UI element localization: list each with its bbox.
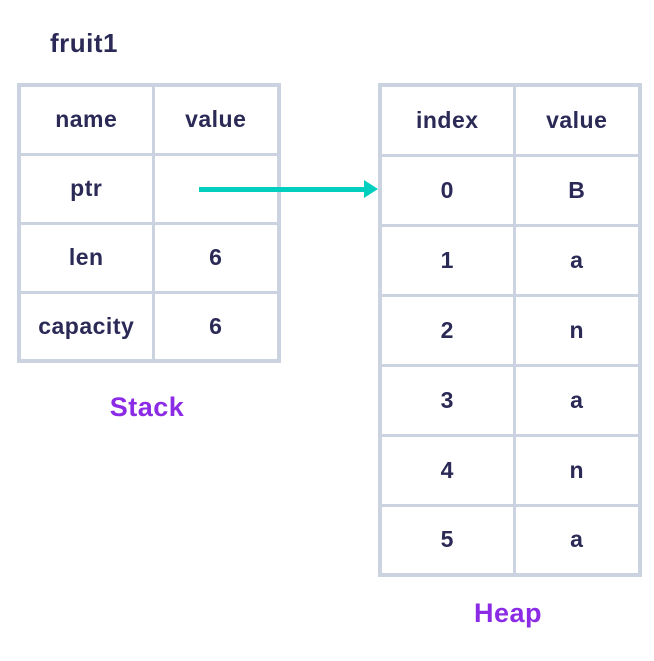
- table-row: 3 a: [378, 363, 642, 437]
- stack-header-row: name value: [17, 83, 281, 156]
- stack-table: name value ptr len 6 capacity 6: [17, 83, 281, 363]
- stack-cell-capacity-name: capacity: [17, 290, 155, 363]
- heap-cell-index-0: 0: [378, 153, 516, 227]
- arrow-line: [199, 187, 366, 192]
- arrow-head-icon: [364, 180, 378, 198]
- stack-cell-capacity-value: 6: [151, 290, 281, 363]
- table-row: 1 a: [378, 223, 642, 297]
- heap-cell-value-4: n: [512, 433, 642, 507]
- heap-cell-index-5: 5: [378, 503, 516, 577]
- heap-cell-value-5: a: [512, 503, 642, 577]
- heap-header-row: index value: [378, 83, 642, 157]
- table-row: 4 n: [378, 433, 642, 507]
- table-row: len 6: [17, 221, 281, 294]
- heap-label: Heap: [473, 598, 543, 628]
- heap-cell-value-3: a: [512, 363, 642, 437]
- heap-cell-value-1: a: [512, 223, 642, 297]
- stack-header-value: value: [151, 83, 281, 156]
- heap-cell-value-0: B: [512, 153, 642, 227]
- heap-cell-index-2: 2: [378, 293, 516, 367]
- heap-cell-index-4: 4: [378, 433, 516, 507]
- table-row: 0 B: [378, 153, 642, 227]
- stack-cell-len-name: len: [17, 221, 155, 294]
- heap-cell-index-3: 3: [378, 363, 516, 437]
- heap-header-value: value: [512, 83, 642, 157]
- stack-label: Stack: [109, 392, 185, 422]
- stack-cell-ptr-name: ptr: [17, 152, 155, 225]
- heap-cell-value-2: n: [512, 293, 642, 367]
- stack-cell-len-value: 6: [151, 221, 281, 294]
- table-row: 5 a: [378, 503, 642, 577]
- table-row: 2 n: [378, 293, 642, 367]
- heap-header-index: index: [378, 83, 516, 157]
- table-row: capacity 6: [17, 290, 281, 363]
- stack-header-name: name: [17, 83, 155, 156]
- heap-table: index value 0 B 1 a 2 n 3 a 4 n: [378, 83, 642, 577]
- heap-cell-index-1: 1: [378, 223, 516, 297]
- variable-name-label: fruit1: [50, 28, 118, 58]
